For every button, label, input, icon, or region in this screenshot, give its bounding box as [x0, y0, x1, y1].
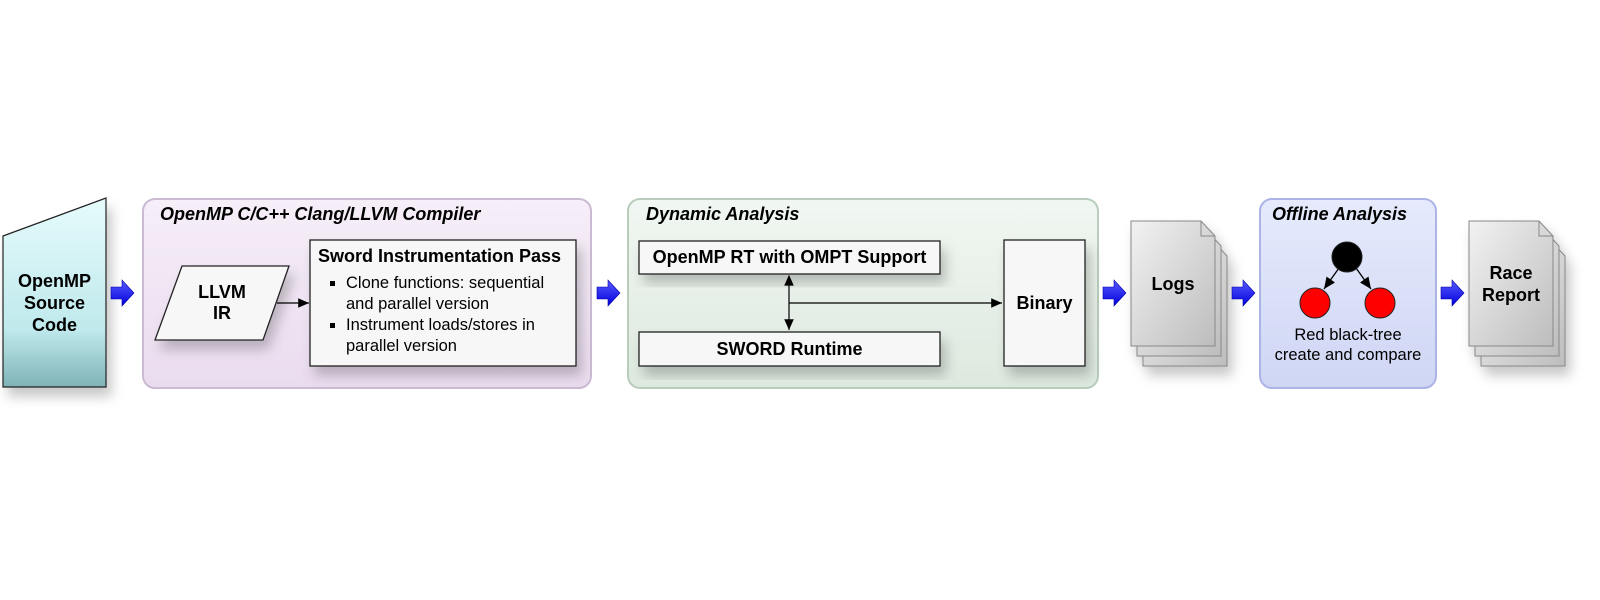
compiler-stage-title: OpenMP C/C++ Clang/LLVM Compiler [160, 204, 481, 224]
flow-arrow-icon [596, 279, 621, 307]
offline-stage-title: Offline Analysis [1272, 204, 1408, 224]
flow-arrow-icon [1102, 279, 1127, 307]
race-report-node [1468, 220, 1566, 367]
logs-node [1130, 220, 1228, 367]
flow-arrow-icon [1231, 279, 1256, 307]
logs-label: Logs [1151, 274, 1195, 294]
flow-arrow-icon [110, 279, 135, 307]
source-code-node [2, 197, 107, 388]
binary-box [1003, 239, 1086, 367]
sword-runtime-label: SWORD Runtime [716, 339, 863, 359]
sword-runtime-box [638, 331, 941, 367]
instrumentation-pass-title: Sword Instrumentation Pass [318, 246, 562, 266]
black-node-icon [1331, 241, 1363, 273]
pass-item-list: Clone functions: sequential and parallel… [318, 273, 574, 357]
pass-item: Instrument loads/stores in parallel vers… [346, 315, 574, 357]
offline-stage-panel [1259, 198, 1437, 389]
omp-rt-label: OpenMP RT with OMPT Support [652, 247, 927, 267]
rb-tree-icon [1299, 241, 1396, 319]
flow-arrow-icon [1440, 279, 1465, 307]
source-code-label: OpenMP Source Code [17, 271, 91, 335]
instrumentation-pass-text: Sword Instrumentation Pass Clone functio… [318, 246, 574, 357]
llvm-ir-node [154, 265, 290, 341]
llvm-ir-label: LLVM IR [198, 282, 246, 323]
red-node-icon [1364, 287, 1396, 319]
binary-label: Binary [1016, 293, 1073, 313]
red-node-icon [1299, 287, 1331, 319]
pass-item: Clone functions: sequential and parallel… [346, 273, 574, 315]
omp-rt-box [638, 240, 941, 275]
dynamic-stage-title: Dynamic Analysis [646, 204, 800, 224]
race-report-label: Race Report [1482, 263, 1540, 305]
instrumentation-pass-box [309, 239, 577, 367]
rb-tree-caption: Red black-tree create and compare [1274, 326, 1422, 364]
